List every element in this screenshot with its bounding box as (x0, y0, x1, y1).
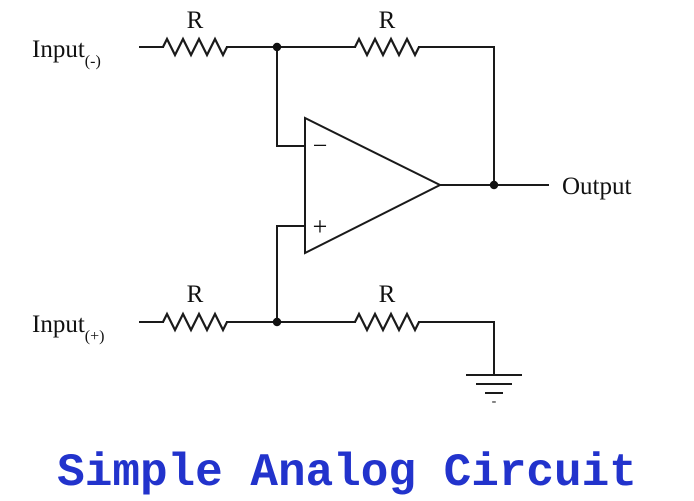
label-output: Output (562, 173, 632, 200)
label-input-pos-text: Input (32, 311, 85, 338)
label-input-neg-sub: (-) (85, 53, 101, 70)
wire-to-ground (418, 321, 495, 376)
label-input-neg-text: Input (32, 36, 85, 63)
label-input-neg: Input(-) (32, 36, 101, 70)
resistor-top-right (354, 36, 420, 58)
label-r-top-left: R (187, 7, 204, 34)
junction-output (489, 180, 499, 190)
resistor-bottom-right (354, 311, 420, 333)
resistor-bottom-left (162, 311, 228, 333)
wire-feedback-to-output (418, 46, 495, 186)
differential-amplifier-schematic: - − + R R R R Input(-) Input(+) Output (32, 7, 632, 409)
label-r-bottom-left: R (187, 281, 204, 308)
wire-inverting-input (276, 46, 306, 147)
resistor-top-left (162, 36, 228, 58)
junction-bottom (272, 317, 282, 327)
label-input-pos: Input(+) (32, 311, 104, 345)
label-input-pos-sub: (+) (85, 328, 105, 345)
plus-sign: + (313, 212, 328, 241)
label-r-top-right: R (379, 7, 396, 34)
minus-sign: − (313, 131, 328, 160)
junction-top (272, 42, 282, 52)
ground-mark: - (492, 394, 497, 409)
caption-title: Simple Analog Circuit (57, 447, 637, 499)
op-amp (304, 116, 443, 255)
ground-symbol (466, 374, 522, 394)
label-r-bottom-right: R (379, 281, 396, 308)
wire-noninverting-input (276, 225, 306, 323)
